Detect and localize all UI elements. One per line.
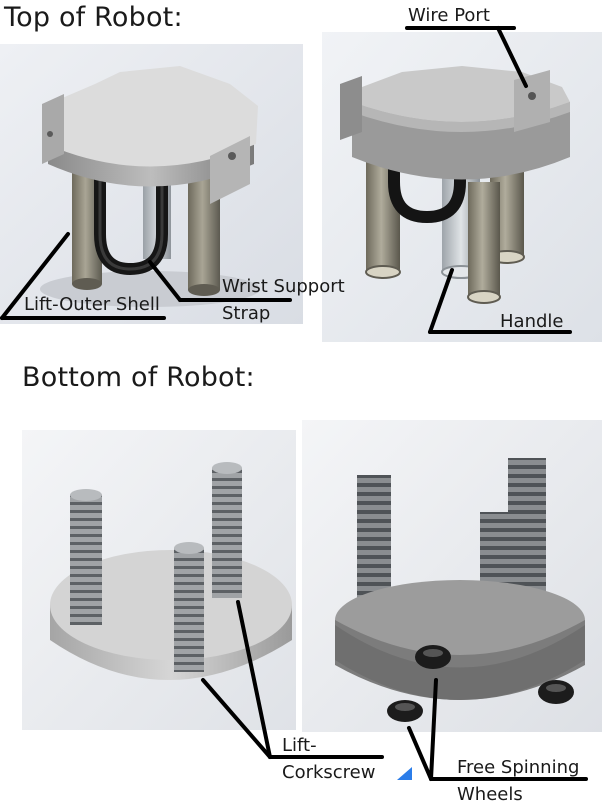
label-wheels: Wheels [457, 784, 523, 805]
render-top-left [0, 44, 303, 324]
label-wire-port: Wire Port [408, 5, 490, 26]
render-top-right [322, 32, 602, 342]
corner-marker-icon [397, 767, 412, 780]
label-corkscrew: Corkscrew [282, 762, 376, 783]
label-lift: Lift- [282, 735, 317, 756]
label-free-spinning: Free Spinning [457, 757, 580, 778]
heading-top-of-robot: Top of Robot: [4, 2, 183, 33]
label-wrist-support: Wrist Support [222, 276, 345, 297]
label-handle: Handle [500, 311, 564, 332]
label-lift-outer-shell: Lift-Outer Shell [24, 294, 160, 315]
heading-bottom-of-robot: Bottom of Robot: [22, 362, 255, 393]
label-wrist-strap: Strap [222, 303, 271, 324]
wheels-leader-1 [407, 726, 433, 781]
render-bottom-right [302, 420, 602, 732]
render-bottom-left [22, 430, 296, 730]
